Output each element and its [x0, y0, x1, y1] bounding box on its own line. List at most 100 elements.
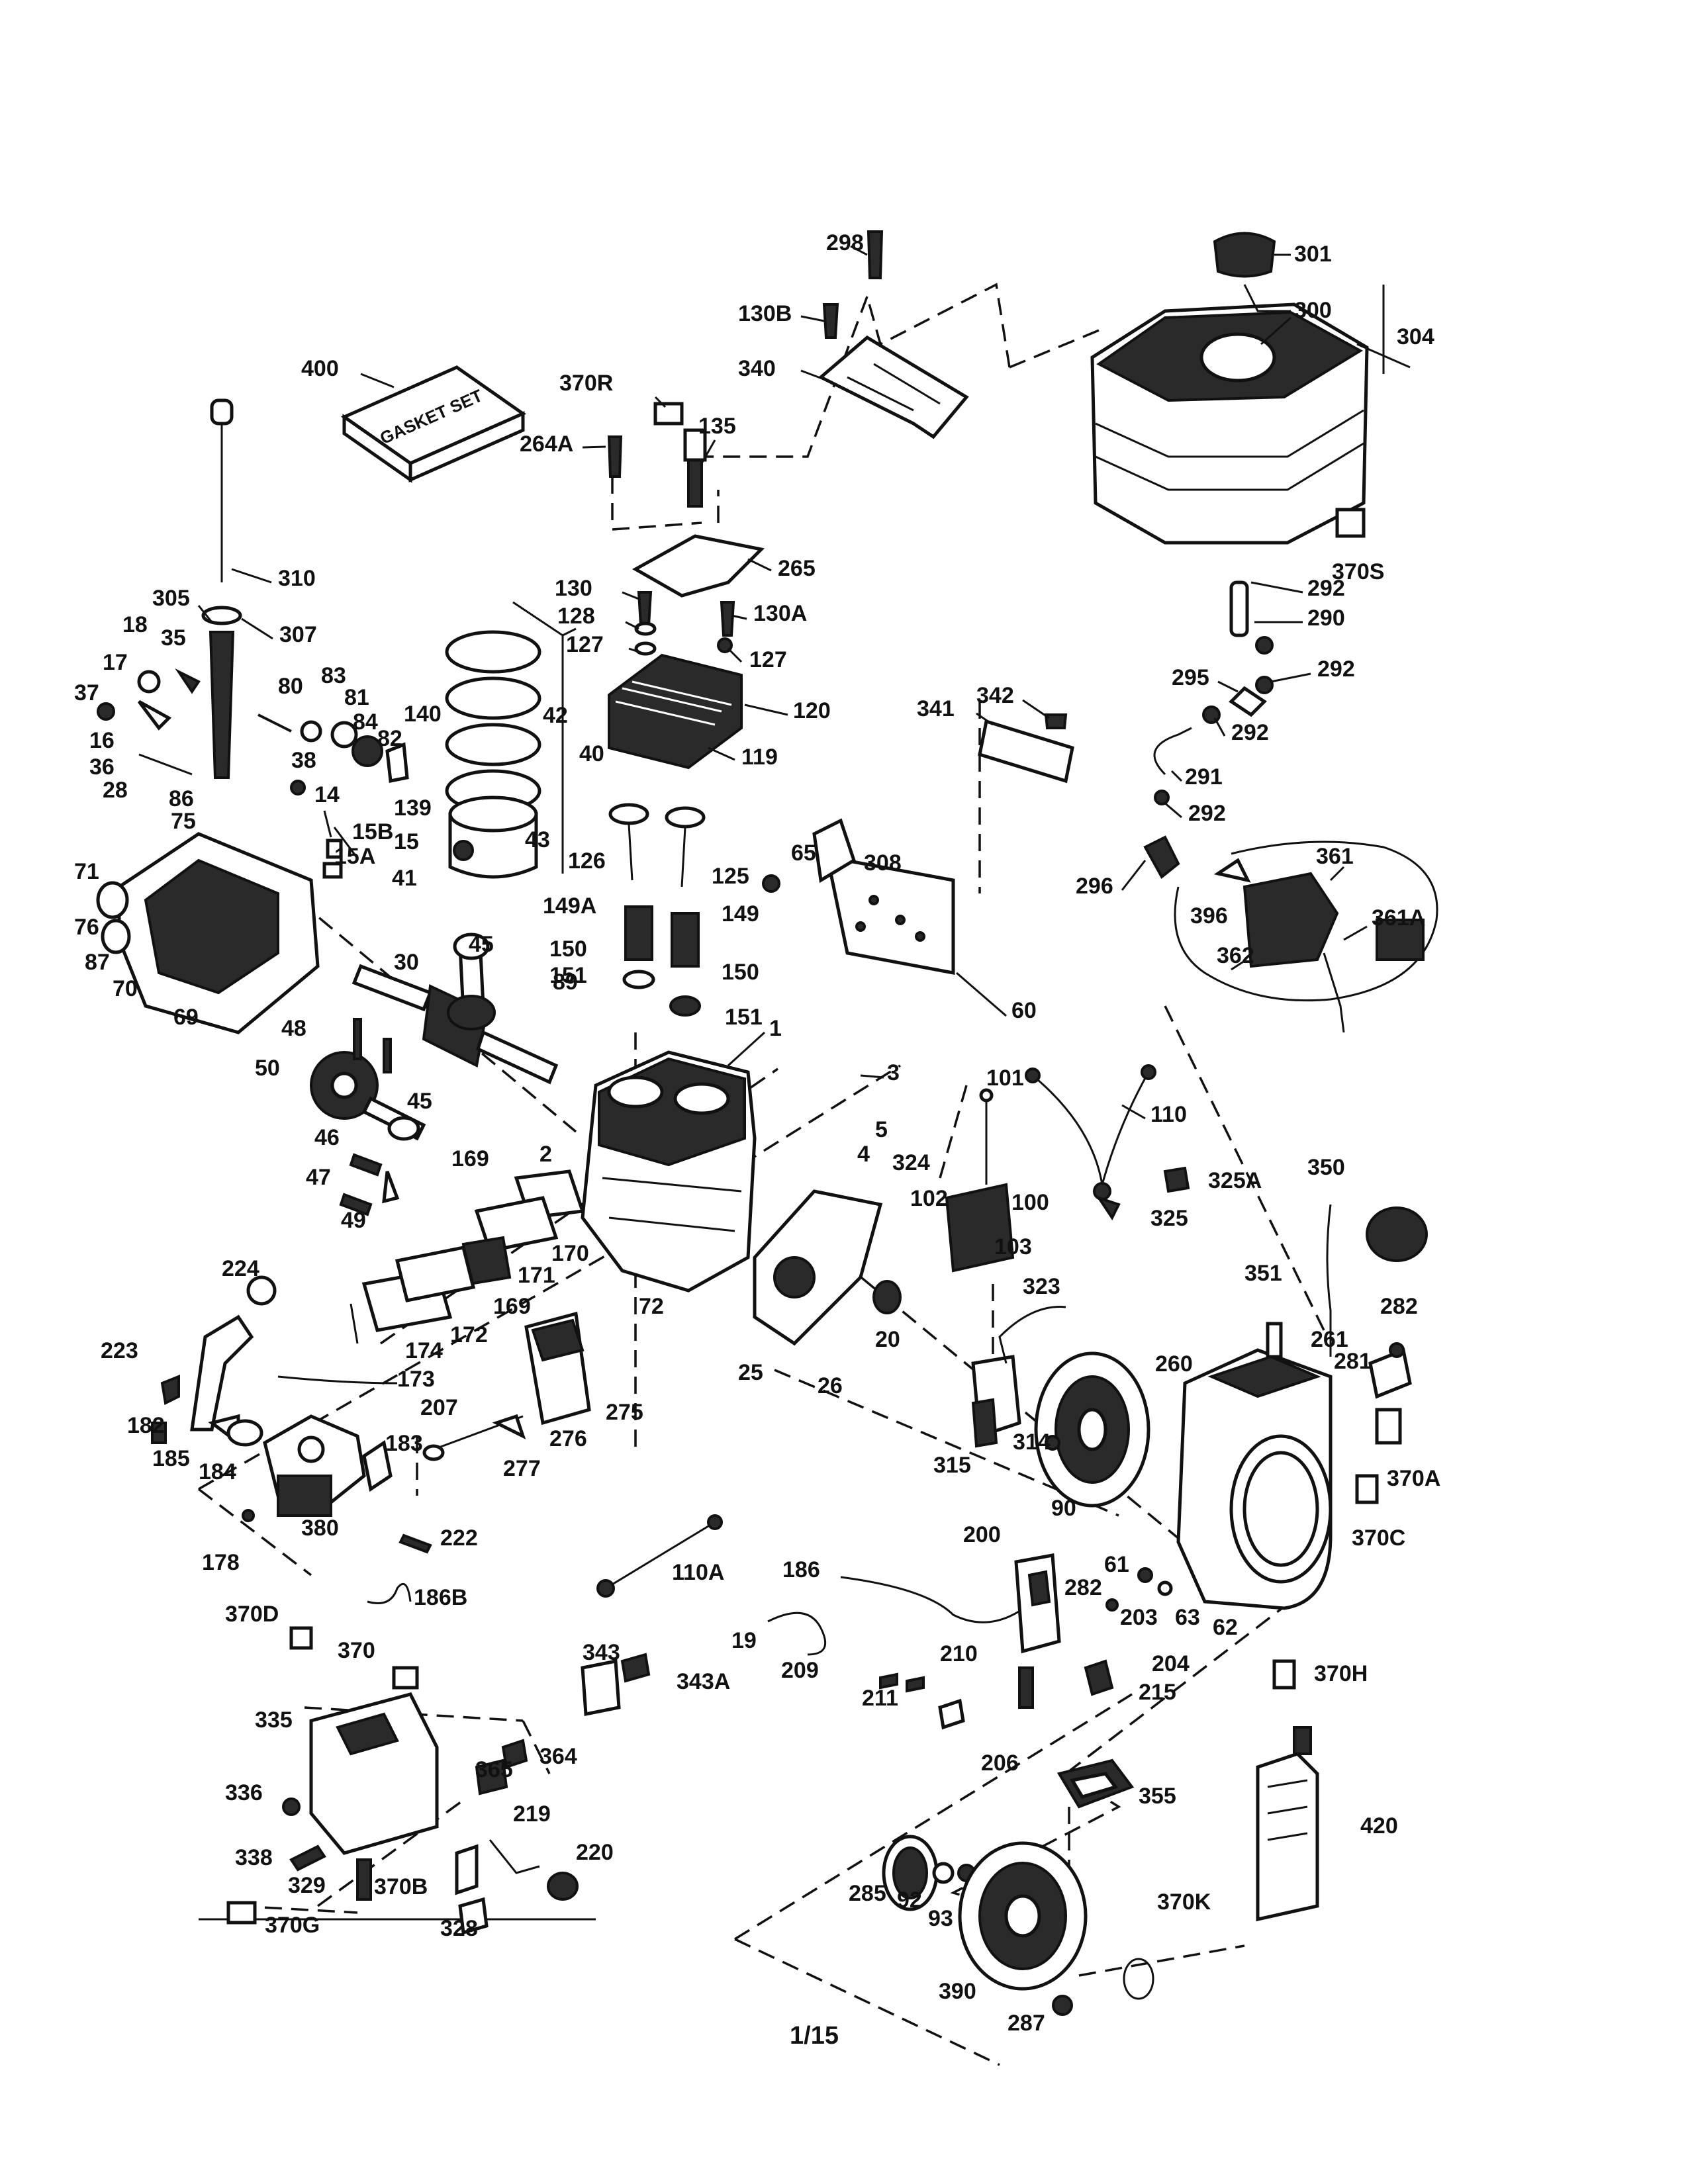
part-label-63: 63 [1175, 1605, 1200, 1630]
part-label-120: 120 [793, 698, 831, 723]
part-label-355: 355 [1139, 1784, 1176, 1809]
part-label-341: 341 [917, 696, 955, 721]
cylinder-head [608, 653, 743, 770]
blower-housing [1176, 1348, 1333, 1610]
part-label-45: 45 [469, 932, 494, 957]
part-label-182: 182 [127, 1413, 165, 1438]
part-label-200: 200 [963, 1522, 1001, 1547]
part-label-282: 282 [1380, 1294, 1418, 1319]
tank-bracket [818, 335, 969, 439]
ignition-coil-315 [971, 1306, 1066, 1451]
fuel-line [1153, 580, 1267, 776]
part-label-292: 292 [1307, 576, 1345, 601]
part-label-310: 310 [278, 566, 316, 591]
part-label-325A: 325A [1208, 1168, 1262, 1193]
part-label-149: 149 [722, 901, 759, 927]
wire-110 [1025, 1064, 1156, 1201]
dipstick [201, 398, 242, 779]
part-label-203: 203 [1120, 1605, 1158, 1630]
valves [608, 803, 706, 887]
bracket-341 [978, 719, 1074, 784]
part-label-211: 211 [862, 1686, 898, 1711]
spark-plug [683, 428, 707, 508]
electric-starter [1174, 841, 1438, 1033]
part-label-18: 18 [122, 612, 148, 637]
part-label-178: 178 [202, 1550, 240, 1575]
part-label-400: 400 [301, 356, 339, 381]
part-label-380: 380 [301, 1516, 339, 1541]
starter-cup-285 [882, 1835, 976, 1911]
part-label-324: 324 [892, 1150, 930, 1175]
part-label-281: 281 [1334, 1349, 1372, 1374]
part-label-125: 125 [712, 864, 749, 889]
part-label-38: 38 [291, 748, 316, 773]
part-label-60: 60 [1011, 998, 1037, 1023]
part-label-370D: 370D [225, 1602, 279, 1627]
part-label-172: 172 [450, 1322, 488, 1347]
part-label-135: 135 [698, 414, 736, 439]
part-label-37: 37 [74, 680, 99, 705]
muffler-shield [282, 1692, 579, 1935]
part-label-215: 215 [1139, 1680, 1176, 1705]
part-label-275: 275 [606, 1400, 643, 1425]
part-label-71: 71 [74, 859, 99, 884]
part-label-210: 210 [940, 1641, 978, 1666]
part-label-150: 150 [722, 960, 759, 985]
part-label-315: 315 [933, 1453, 971, 1478]
part-label-370R: 370R [559, 371, 613, 396]
switch-343 [581, 1653, 651, 1717]
part-label-223: 223 [101, 1338, 138, 1363]
wire-110a [596, 1514, 723, 1598]
part-label-169: 169 [493, 1294, 531, 1319]
part-label-329: 329 [288, 1873, 326, 1898]
part-label-41: 41 [392, 866, 417, 891]
flywheel [1034, 1351, 1150, 1508]
piston [448, 796, 538, 879]
part-label-343: 343 [583, 1640, 620, 1665]
part-label-81: 81 [344, 685, 369, 710]
part-label-4: 4 [857, 1142, 870, 1167]
part-label-292: 292 [1317, 657, 1355, 682]
part-label-361A: 361A [1372, 905, 1425, 931]
part-label-370S: 370S [1332, 559, 1384, 584]
part-label-169: 169 [451, 1146, 489, 1171]
part-label-351: 351 [1244, 1261, 1282, 1286]
part-label-15B: 15B [352, 819, 393, 844]
part-label-28: 28 [103, 778, 128, 803]
fuel-tank [1090, 302, 1369, 545]
part-label-46: 46 [314, 1125, 340, 1150]
part-label-304: 304 [1397, 324, 1434, 349]
governor-linkage [97, 668, 409, 879]
part-label-314: 314 [1013, 1430, 1051, 1455]
part-label-370K: 370K [1157, 1889, 1211, 1915]
part-label-335: 335 [255, 1707, 293, 1733]
part-label-396: 396 [1190, 903, 1228, 929]
part-label-43: 43 [525, 827, 550, 852]
part-label-110A: 110A [672, 1560, 724, 1585]
part-label-300: 300 [1294, 298, 1332, 323]
part-label-171: 171 [518, 1263, 555, 1288]
part-label-90: 90 [1051, 1496, 1076, 1521]
part-label-75: 75 [171, 809, 196, 834]
part-label-365: 365 [475, 1757, 513, 1782]
part-label-89: 89 [553, 970, 578, 995]
part-label-130A: 130A [753, 601, 807, 626]
part-label-102: 102 [910, 1186, 948, 1211]
part-label-139: 139 [394, 796, 432, 821]
part-label-5: 5 [875, 1117, 888, 1142]
part-label-72: 72 [639, 1294, 664, 1319]
part-label-370B: 370B [374, 1874, 428, 1899]
recoil-starter-390 [958, 1841, 1154, 2016]
crankcase-cover [96, 832, 320, 1034]
part-label-119: 119 [741, 745, 778, 770]
part-label-149A: 149A [543, 893, 596, 919]
part-label-173: 173 [397, 1367, 435, 1392]
bolts [607, 230, 1274, 805]
part-label-128: 128 [557, 604, 595, 629]
part-label-361: 361 [1316, 844, 1354, 869]
part-label-185: 185 [152, 1446, 190, 1471]
part-label-151: 151 [725, 1005, 763, 1030]
part-label-307: 307 [279, 622, 317, 647]
part-label-390: 390 [939, 1979, 976, 2004]
